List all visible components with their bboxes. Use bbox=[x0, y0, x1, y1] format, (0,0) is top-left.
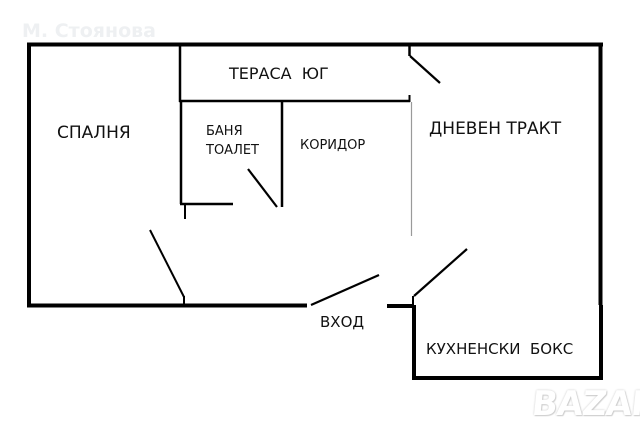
author-watermark: М. Стоянова bbox=[22, 20, 156, 42]
terrace-door bbox=[409, 55, 441, 84]
room-label-entrance: ВХОД bbox=[320, 313, 365, 331]
entrance-door bbox=[310, 273, 380, 307]
living-door bbox=[413, 248, 468, 297]
bedroom-door bbox=[149, 229, 185, 298]
bathroom-door bbox=[247, 168, 278, 208]
room-label-bedroom: СПАЛНЯ bbox=[57, 123, 131, 143]
room-label-terrace: ТЕРАСА ЮГ bbox=[229, 64, 329, 83]
room-label-bathroom-line1: БАНЯ bbox=[206, 124, 243, 139]
room-label-kitchen: КУХНЕНСКИ БОКС bbox=[426, 340, 574, 358]
room-label-bathroom-line2: ТОАЛЕТ bbox=[206, 143, 259, 158]
room-label-living: ДНЕВЕН ТРАКТ bbox=[429, 119, 562, 139]
room-label-corridor: КОРИДОР bbox=[300, 138, 366, 153]
site-watermark: BAZAR bbox=[529, 384, 640, 424]
